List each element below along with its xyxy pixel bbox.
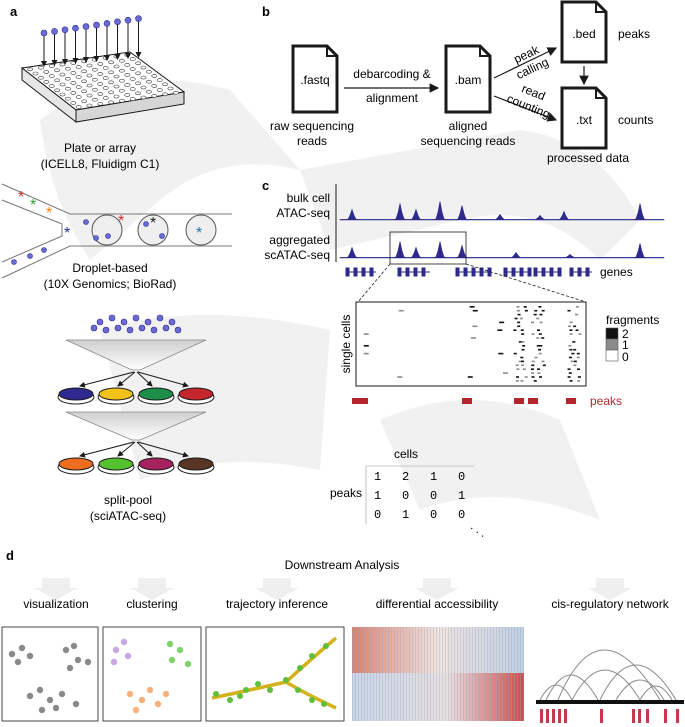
svg-text:*: * [64,225,70,242]
processed-data-label: processed data [547,151,629,165]
plate-subcaption: (ICELL8, Fluidigm C1) [41,157,160,171]
peaks-red-label: peaks [590,394,622,408]
droplet-subcaption: (10X Genomics; BioRad) [44,277,177,291]
svg-text:*: * [150,215,156,232]
peak-regions [352,398,576,404]
matrix-ellipsis: . . . [468,519,490,540]
counts-file-label: counts [618,113,653,127]
matrix-cell: 1 [374,489,381,503]
svg-text:*: * [196,225,202,242]
trajectory-plot [205,626,345,722]
single-cells-label: single cells [339,315,353,374]
analysis-cis-regulatory: cis-regulatory network [551,597,669,611]
matrix-cell: 1 [430,470,437,484]
svg-text:*: * [30,197,36,214]
matrix-cell: 2 [402,470,409,484]
file-txt-icon: .txt [560,86,608,150]
gene-annotation-track [345,267,592,277]
splitpool-subcaption: (sciATAC-seq) [90,509,166,523]
arrow-read-counting [493,95,558,122]
count-matrix: 1 2 1 0 1 0 0 1 0 1 0 0 [374,470,465,522]
matrix-peaks-title: peaks [330,486,362,500]
svg-text:.bed: .bed [572,27,595,41]
analysis-visualization: visualization [23,597,88,611]
peaks-file-label: peaks [618,27,650,41]
matrix-cell: 0 [458,508,465,522]
aggregated-scatac-track [339,241,665,259]
downstream-title: Downstream Analysis [285,558,400,572]
single-cell-matrix [355,301,587,387]
alignment-label-2: alignment [366,91,419,105]
svg-text:.txt: .txt [576,113,593,127]
panel-label-d: d [6,548,14,563]
matrix-cell: 0 [430,489,437,503]
matrix-cell: 1 [402,508,409,522]
svg-text:.bam: .bam [455,73,482,87]
plate-illustration [20,15,186,124]
legend-value-1: 1 [622,338,629,352]
legend-value-2: 2 [622,327,629,341]
plate-caption: Plate or array [64,141,136,155]
matrix-cell: 1 [374,470,381,484]
svg-text:*: * [46,205,52,222]
cis-regulatory-network [536,649,684,723]
file-fastq-icon: .fastq [291,44,339,114]
analysis-clustering: clustering [126,597,177,611]
svg-text:*: * [18,189,24,206]
panel-label-a: a [10,4,18,19]
analysis-differential: differential accessibility [376,597,499,611]
matrix-cell: 1 [458,489,465,503]
matrix-cell: 0 [458,470,465,484]
matrix-cells-title: cells [394,447,418,461]
clustering-plot [102,626,202,722]
bam-caption: aligned [449,119,488,133]
panel-label-b: b [262,4,270,19]
agg-track-label-2: scATAC-seq [264,248,330,262]
genes-label: genes [600,265,633,279]
downstream-arrows [34,578,632,600]
differential-heatmap [352,627,524,721]
visualization-plot [1,626,99,722]
matrix-cell: 0 [430,508,437,522]
single-cell-fragments [363,306,582,382]
file-bam-icon: .bam [444,44,492,114]
panel-label-c: c [262,178,269,193]
droplet-caption: Droplet-based [72,261,147,275]
bam-caption-2: sequencing reads [421,134,516,148]
bulk-track-label-2: ATAC-seq [276,206,330,220]
matrix-cell: 0 [402,489,409,503]
svg-text:*: * [118,213,124,230]
analysis-trajectory: trajectory inference [226,597,328,611]
legend-value-0: 0 [622,350,629,364]
splitpool-caption: split-pool [104,493,152,507]
alignment-label: debarcoding & [353,67,430,81]
agg-track-label: aggregated [269,233,330,247]
split-pool-illustration [57,314,215,475]
matrix-cell: 0 [374,508,381,522]
zoom-region-box [389,231,467,265]
bulk-atac-track [339,201,665,221]
arrow-peak-calling [493,47,558,79]
droplet-illustration: * * * * * * * [1,183,232,279]
file-bed-icon: .bed [560,0,608,64]
fastq-caption: raw sequencing [270,119,354,133]
fastq-caption-2: reads [297,134,327,148]
bulk-track-label: bulk cell [287,191,330,205]
fragments-legend-title: fragments [606,313,659,327]
svg-text:.fastq: .fastq [300,73,329,87]
